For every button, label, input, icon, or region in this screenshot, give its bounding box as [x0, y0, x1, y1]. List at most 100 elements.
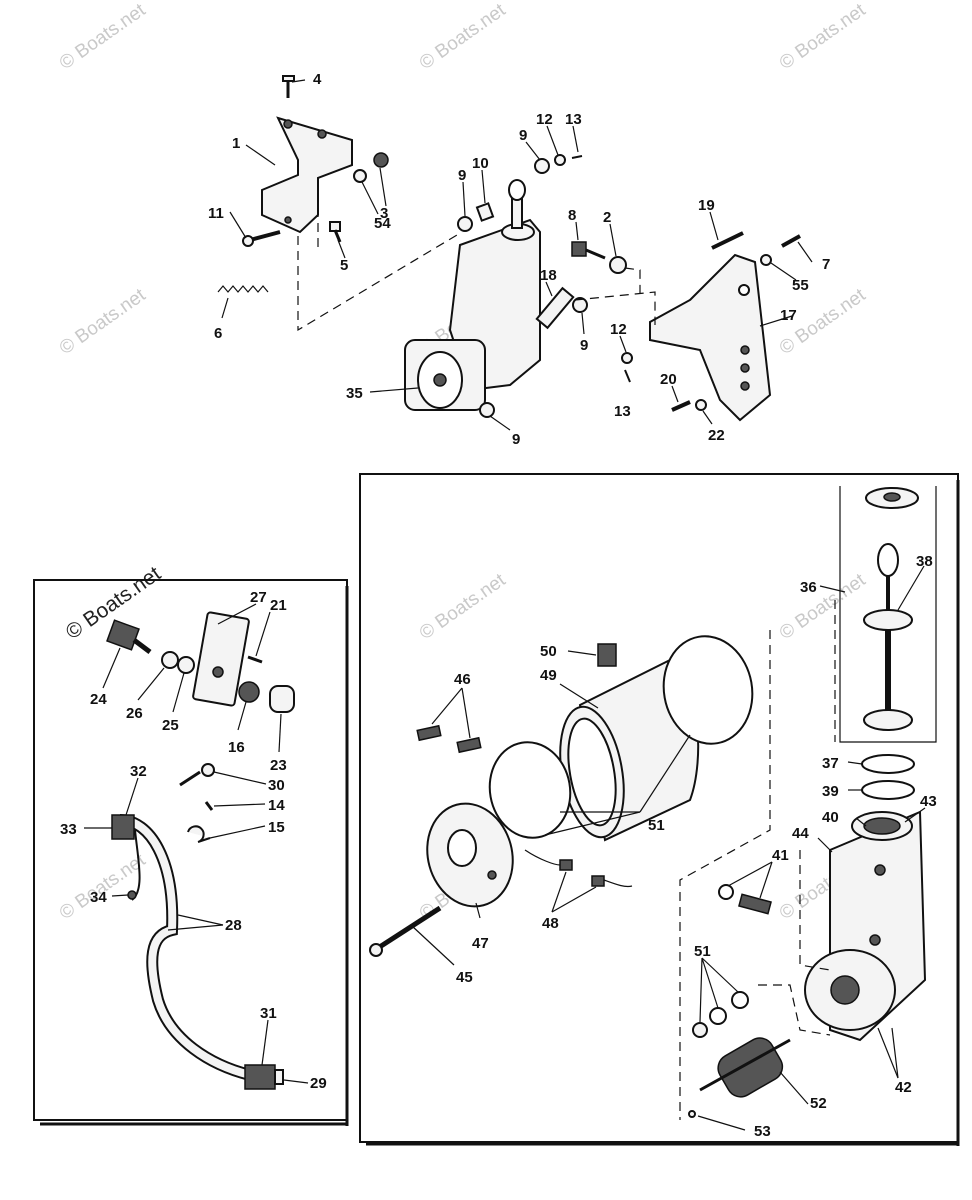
grommet-part-16 [238, 681, 260, 703]
washer-part-9 [457, 216, 473, 232]
pin-part-13 [624, 369, 631, 383]
callout-26: 26 [126, 705, 143, 722]
callout-3: 3 [380, 205, 388, 222]
pump-motor-panel [359, 473, 960, 1146]
callout-32: 32 [130, 763, 147, 780]
brush-part-48 [559, 859, 573, 871]
callout-52: 52 [810, 1095, 827, 1112]
sleeve-part-18 [535, 286, 575, 330]
screw-part-8 [571, 241, 606, 260]
bolt-part-11 [242, 230, 281, 247]
callout-12b: 12 [610, 321, 627, 338]
callout-24: 24 [90, 691, 107, 708]
callout-29: 29 [310, 1075, 327, 1092]
spring-part-46 [416, 724, 442, 742]
callout-13a: 13 [565, 111, 582, 128]
fitting-part-50 [597, 643, 617, 667]
watermark: © Boats.net [56, 0, 150, 74]
callout-22: 22 [708, 427, 725, 444]
callout-5: 5 [340, 257, 348, 274]
callout-19: 19 [698, 197, 715, 214]
callout-45: 45 [456, 969, 473, 986]
screw-part-14 [204, 801, 214, 811]
callout-43: 43 [920, 793, 937, 810]
watermark: © Boats.net [416, 0, 510, 74]
callout-2: 2 [603, 209, 611, 226]
washer-part-22 [695, 399, 707, 411]
gasket-part-51 [488, 741, 572, 839]
pin-part-13 [571, 155, 583, 159]
watermark: © Boats.net [56, 284, 150, 359]
callout-9c: 9 [580, 337, 588, 354]
callout-54: 54 [374, 215, 391, 232]
callout-9b: 9 [519, 127, 527, 144]
callout-36: 36 [800, 579, 817, 596]
callout-33: 33 [60, 821, 77, 838]
callout-1: 1 [232, 135, 240, 152]
washer-part-9 [479, 402, 495, 418]
callout-47: 47 [472, 935, 489, 952]
callout-35: 35 [346, 385, 363, 402]
o-ring-part-39 [861, 780, 915, 800]
end-cap-part-47 [426, 802, 514, 908]
callout-38: 38 [916, 553, 933, 570]
callout-7: 7 [822, 256, 830, 273]
through-bolt-part-45 [369, 905, 442, 957]
screw-part-7 [781, 234, 801, 248]
spring-part-46 [456, 736, 482, 754]
callout-41: 41 [772, 847, 789, 864]
cap-part-23 [269, 685, 295, 713]
lead-part-30 [179, 770, 201, 787]
callout-6: 6 [214, 325, 222, 342]
callout-53: 53 [754, 1123, 771, 1140]
brush-part-48 [591, 875, 605, 887]
watermark-layer: © Boats.net © Boats.net © Boats.net © Bo… [56, 0, 870, 924]
pump-housing-part-44 [804, 810, 927, 1042]
callout-27: 27 [250, 589, 267, 606]
callout-55: 55 [792, 277, 809, 294]
screw-part-5 [329, 221, 342, 243]
valve-part-41 [718, 884, 772, 915]
washer-part-9 [572, 297, 588, 313]
spring-part-6 [217, 285, 269, 293]
callout-50: 50 [540, 643, 557, 660]
callout-51a: 51 [648, 817, 665, 834]
washer-part-51 [709, 1007, 727, 1025]
washer-part-9 [534, 158, 550, 174]
screw-part-21 [247, 655, 263, 664]
washer-part-12 [621, 352, 633, 364]
callout-34: 34 [90, 889, 107, 906]
callout-39: 39 [822, 783, 839, 800]
callout-12a: 12 [536, 111, 553, 128]
callout-15: 15 [268, 819, 285, 836]
gasket-part-51 [662, 635, 754, 745]
tilt-motor-part-35 [404, 179, 541, 411]
callout-44: 44 [792, 825, 809, 842]
spacer-part-10 [475, 202, 495, 222]
screw-part-34 [127, 890, 137, 900]
callout-28: 28 [225, 917, 242, 934]
toggle-switch-part-24 [106, 619, 152, 654]
watermark: © Boats.net [416, 569, 510, 644]
callout-10: 10 [472, 155, 489, 172]
switch-wiring-panel [33, 579, 349, 1126]
ball-part-53 [688, 1110, 696, 1118]
screw-part-4 [282, 75, 295, 98]
callout-46: 46 [454, 671, 471, 688]
watermark: © Boats.net [776, 569, 870, 644]
callout-51b: 51 [694, 943, 711, 960]
callout-42: 42 [895, 1079, 912, 1096]
nut-part-26 [161, 651, 179, 669]
callout-13b: 13 [614, 403, 631, 420]
callout-31: 31 [260, 1005, 277, 1022]
callout-4: 4 [313, 71, 322, 88]
clamp-part-15 [187, 825, 211, 843]
callout-40: 40 [822, 809, 839, 826]
callout-14: 14 [268, 797, 285, 814]
top-assembly [217, 75, 813, 431]
washer-part-55 [760, 254, 772, 266]
callout-labels: 1 2 3 4 5 6 7 8 9 9 9 9 10 11 12 12 13 1… [60, 71, 937, 1140]
callout-8: 8 [568, 207, 576, 224]
switch-plate-part-27 [192, 611, 250, 707]
